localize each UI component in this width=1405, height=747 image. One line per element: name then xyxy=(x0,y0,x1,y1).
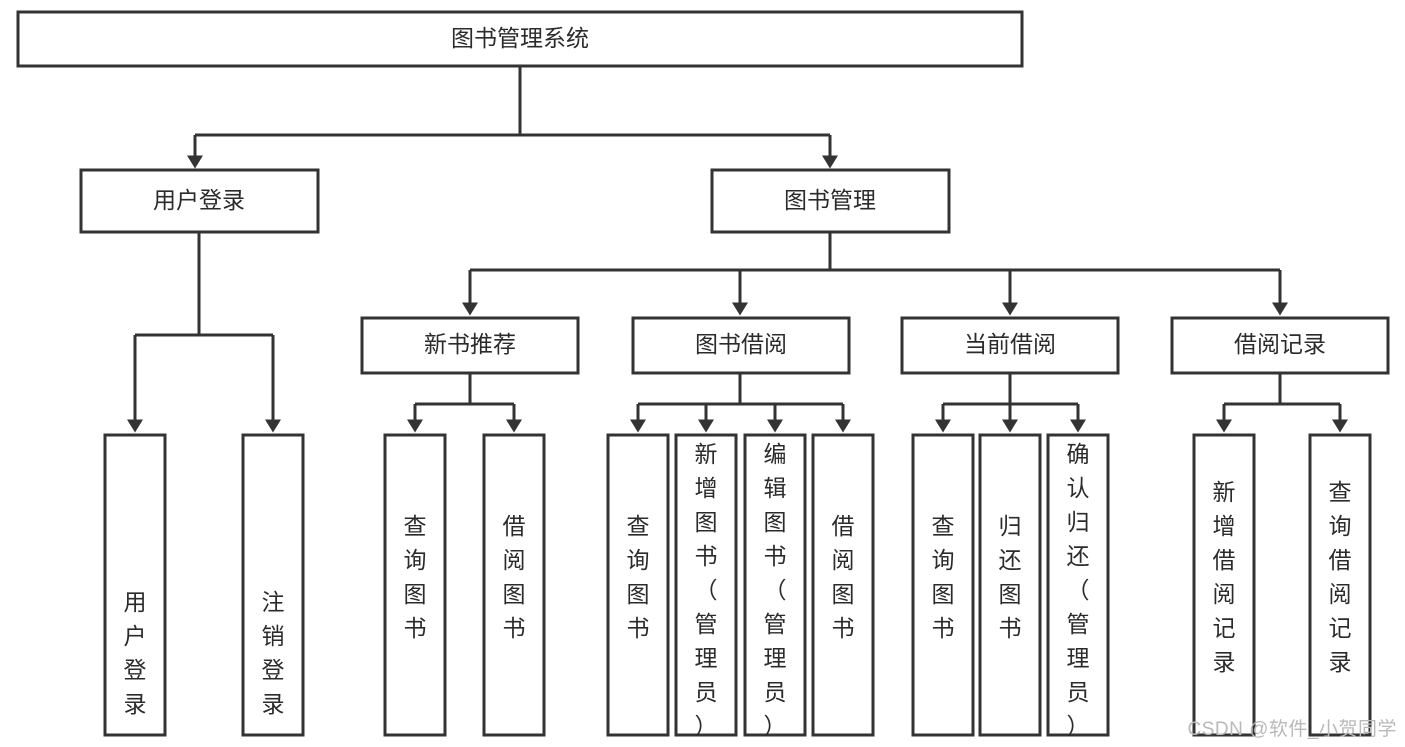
connector-group-user-login xyxy=(127,232,281,433)
leaf-cb-query-book[interactable]: 查询图书 xyxy=(911,433,975,737)
csdn-watermark: CSDN @软件_小贺同学 xyxy=(1187,719,1397,740)
leaf-cb-query-book-label: 查询图书 xyxy=(932,513,955,641)
node-user-login-label: 用户登录 xyxy=(153,187,245,213)
leaf-bb-borrow-book[interactable]: 借阅图书 xyxy=(811,433,875,737)
node-book-management-label: 图书管理 xyxy=(784,187,876,213)
leaf-user-login-label: 用户登录 xyxy=(124,589,147,717)
node-borrow-record-label: 借阅记录 xyxy=(1234,331,1326,357)
node-user-login[interactable]: 用户登录 xyxy=(79,168,320,234)
node-borrow-record[interactable]: 借阅记录 xyxy=(1170,316,1390,375)
leaf-bb-add-book-label: 新增图书（管理员） xyxy=(695,441,718,739)
connector-root-bus xyxy=(195,66,830,137)
leaf-cb-confirm-return-label: 确认归还（管理员） xyxy=(1067,441,1090,739)
connector-group-book-borrow xyxy=(630,373,851,433)
leaf-bb-query-book-label: 查询图书 xyxy=(627,513,650,641)
connector-current-borrow-bus xyxy=(943,373,1078,406)
connector-group-current-borrow xyxy=(935,373,1086,433)
node-root-label: 图书管理系统 xyxy=(451,25,589,51)
leaf-user-login[interactable]: 用户登录 xyxy=(103,433,167,737)
connector-borrow-record-bus xyxy=(1224,373,1340,406)
leaf-cb-confirm-return[interactable]: 确认归还（管理员） xyxy=(1046,433,1110,739)
leaf-br-add-record-label: 新增借阅记录 xyxy=(1213,479,1236,675)
leaf-nbr-query-book[interactable]: 查询图书 xyxy=(383,433,447,737)
connector-group-root xyxy=(187,66,838,169)
leaf-bb-add-book[interactable]: 新增图书（管理员） xyxy=(674,433,738,739)
node-book-borrow[interactable]: 图书借阅 xyxy=(631,316,851,375)
node-root[interactable]: 图书管理系统 xyxy=(16,10,1024,68)
leaf-logout[interactable]: 注销登录 xyxy=(241,433,305,737)
connector-book-borrow-bus xyxy=(638,373,843,406)
leaf-nbr-borrow-book[interactable]: 借阅图书 xyxy=(482,433,546,737)
connector-book-mgmt-bus xyxy=(470,232,1280,272)
connector-user-login-bus xyxy=(135,232,273,337)
node-book-management[interactable]: 图书管理 xyxy=(710,168,951,234)
connector-group-book-mgmt xyxy=(462,232,1288,316)
node-current-borrow-label: 当前借阅 xyxy=(964,331,1056,357)
leaf-bb-borrow-book-label: 借阅图书 xyxy=(832,513,855,641)
node-book-borrow-label: 图书借阅 xyxy=(695,331,787,357)
node-current-borrow[interactable]: 当前借阅 xyxy=(900,316,1120,375)
leaf-cb-return-book[interactable]: 归还图书 xyxy=(978,433,1042,737)
node-new-book-recommend-label: 新书推荐 xyxy=(424,331,516,357)
leaf-br-add-record[interactable]: 新增借阅记录 xyxy=(1192,433,1256,737)
node-new-book-recommend[interactable]: 新书推荐 xyxy=(360,316,580,375)
leaf-logout-label: 注销登录 xyxy=(262,589,285,717)
leaf-bb-query-book[interactable]: 查询图书 xyxy=(606,433,670,737)
leaf-cb-return-book-label: 归还图书 xyxy=(999,513,1022,641)
leaf-bb-edit-book[interactable]: 编辑图书（管理员） xyxy=(743,433,807,739)
leaf-bb-edit-book-label: 编辑图书（管理员） xyxy=(764,441,787,739)
leaf-br-query-record-label: 查询借阅记录 xyxy=(1329,479,1352,675)
leaf-br-query-record[interactable]: 查询借阅记录 xyxy=(1308,433,1372,737)
connector-new-book-rec-bus xyxy=(415,373,514,406)
leaf-nbr-borrow-book-label: 借阅图书 xyxy=(503,513,526,641)
connector-group-new-book-rec xyxy=(407,373,522,433)
leaf-nbr-query-book-label: 查询图书 xyxy=(404,513,427,641)
connector-group-borrow-record xyxy=(1216,373,1348,433)
